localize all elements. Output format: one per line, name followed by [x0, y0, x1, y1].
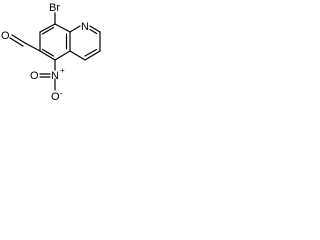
- quinoline-structure-diagram: Br N O N + O - O: [1, 2, 101, 103]
- bond-c8a-n1: [69, 25, 81, 33]
- nitro-nitrogen-label: N: [51, 70, 59, 82]
- bond-c3-c4: [84, 50, 101, 61]
- bond-c4a-c5: [54, 50, 71, 61]
- benzene-ring: [39, 23, 71, 61]
- bond-c8-c8a: [54, 23, 71, 33]
- ring-nitrogen-label: N: [81, 21, 89, 33]
- double-bond-c3-c4: [84, 48, 98, 57]
- nitro-oxygen-bottom-charge: -: [60, 89, 63, 98]
- double-bond-n1-c2: [89, 28, 98, 35]
- double-bond-cho-o-b: [9, 37, 24, 47]
- pyridine-ring: [69, 25, 101, 61]
- bond-c4-c4a: [69, 50, 86, 61]
- bond-c6-cho: [24, 42, 41, 52]
- double-bond-c7-c8: [41, 26, 55, 35]
- bond-c5-c6: [39, 50, 56, 61]
- bond-n1-c2: [89, 25, 101, 33]
- nitro-oxygen-bottom-label: O: [51, 91, 60, 103]
- nitro-nitrogen-charge: +: [60, 66, 65, 75]
- aldehyde-oxygen-label: O: [1, 30, 10, 42]
- double-bond-cho-o-a: [11, 34, 26, 44]
- bond-c7-c8: [39, 23, 56, 33]
- nitro-oxygen-left-label: O: [30, 70, 39, 82]
- double-bond-c5-c6: [41, 48, 55, 57]
- bromine-atom-label: Br: [49, 2, 60, 14]
